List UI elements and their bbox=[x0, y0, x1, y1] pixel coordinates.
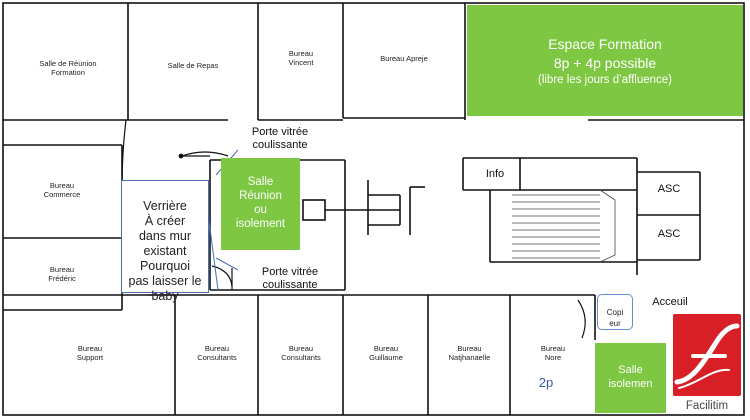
room-bureau-support: Bureau Support bbox=[76, 344, 104, 362]
room-salle-repas: Salle de Repas bbox=[167, 61, 219, 70]
room-bureau-guillaume: Bureau Guillaume bbox=[369, 344, 403, 362]
copier: Copi eur bbox=[597, 294, 633, 330]
room-bureau-consultants-1: Bureau Consultants bbox=[197, 344, 237, 362]
room-bureau-apreje: Bureau Apreje bbox=[380, 54, 428, 63]
room-salle-reunion-formation: Salle de Réunion Formation bbox=[39, 59, 97, 77]
door-pivot bbox=[178, 153, 184, 159]
annotation-verriere-text: Verrière À créer dans mur existant Pourq… bbox=[128, 199, 202, 303]
room-bureau-frederic: Bureau Frédéric bbox=[48, 265, 76, 283]
room-info: Info bbox=[485, 168, 505, 180]
room-bureau-vincent: Bureau Vincent bbox=[288, 49, 314, 67]
room-bureau-commerce: Bureau Commerce bbox=[43, 181, 81, 199]
room-bureau-natjhanaelle: Bureau Natjhanaelle bbox=[448, 344, 491, 362]
annotation-porte-vitree-top: Porte vitrée coulissante bbox=[251, 126, 309, 151]
annotation-porte-vitree-bottom: Porte vitrée coulissante bbox=[261, 266, 319, 291]
room-bureau-nore: Bureau Nore bbox=[540, 344, 566, 362]
espace-formation-title: Espace Formation bbox=[548, 35, 662, 52]
logo-text: Facilitim bbox=[685, 400, 729, 412]
salle-isolement-label: Salle isolemen bbox=[608, 364, 653, 390]
facilitim-logo-icon bbox=[673, 314, 741, 396]
room-bureau-consultants-2: Bureau Consultants bbox=[281, 344, 321, 362]
room-accueil: Acceuil bbox=[652, 296, 688, 308]
salle-reunion-isolement-label: Salle Réunion ou isolement bbox=[235, 176, 286, 230]
stair-treads bbox=[512, 189, 616, 263]
capacity-2p: 2p bbox=[538, 375, 554, 390]
room-asc-1: ASC bbox=[657, 183, 681, 195]
room-asc-2: ASC bbox=[657, 228, 681, 240]
salle-reunion-isolement: Salle Réunion ou isolement bbox=[221, 158, 300, 250]
espace-formation: Espace Formation 8p + 4p possible (libre… bbox=[467, 5, 743, 116]
espace-formation-note: (libre les jours d’affluence) bbox=[537, 73, 673, 86]
espace-formation-capacity: 8p + 4p possible bbox=[553, 54, 657, 71]
salle-isolement: Salle isolemen bbox=[595, 343, 666, 413]
facilitim-logo: Facilitim bbox=[667, 312, 747, 418]
annotation-verriere: Verrière À créer dans mur existant Pourq… bbox=[121, 180, 209, 303]
copier-label: Copi eur bbox=[606, 307, 624, 328]
